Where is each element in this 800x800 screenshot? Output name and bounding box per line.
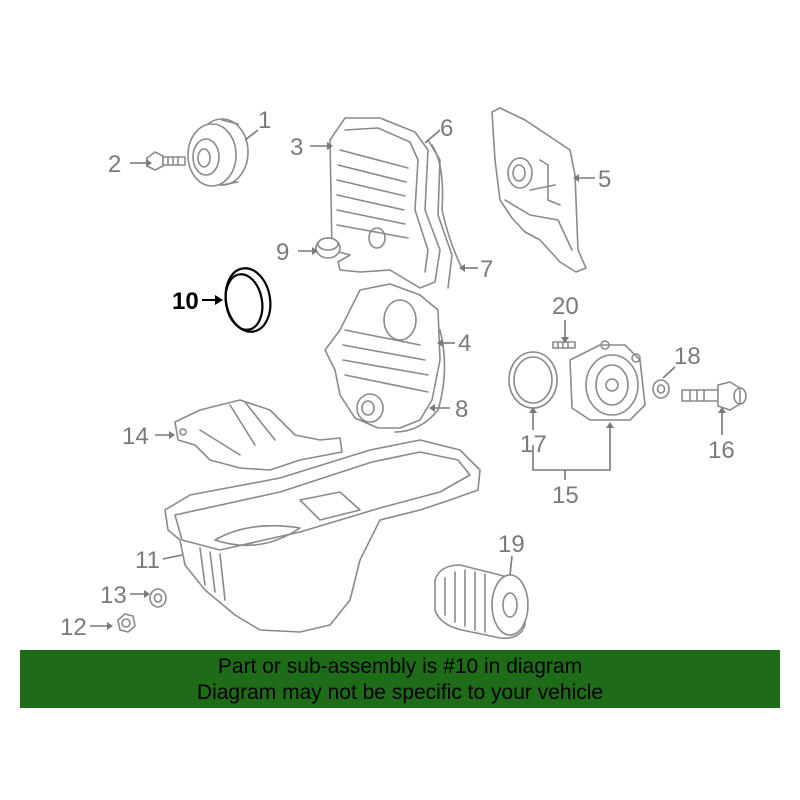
part-11-oil-pan	[164, 439, 481, 633]
callout-20: 20	[552, 293, 579, 320]
callout-17: 17	[520, 431, 547, 458]
part-19-oil-filter	[434, 564, 529, 640]
callout-1: 1	[258, 107, 271, 134]
callout-10: 10	[172, 288, 199, 315]
callouts: 1 2 3 4 5 6 7 8 9 10 11 12 13 14 15 16 1…	[60, 107, 735, 641]
part-12-drain-plug	[117, 613, 136, 633]
part-18-washer	[652, 379, 670, 399]
callout-18: 18	[674, 343, 701, 370]
callout-9: 9	[276, 239, 289, 266]
part-4-lower-timing-cover	[324, 283, 441, 429]
callout-6: 6	[440, 115, 453, 142]
part-7-cover-gasket	[431, 144, 463, 269]
part-3-upper-timing-cover	[329, 117, 453, 289]
part-17-gasket	[508, 351, 558, 409]
banner-line-part: Part or sub-assembly is #10 in diagram	[217, 655, 583, 678]
part-20-stud	[552, 341, 576, 349]
part-8-lower-gasket	[394, 329, 446, 433]
part-9-plug	[315, 237, 341, 259]
callout-16: 16	[708, 437, 735, 464]
part-16-bolt	[681, 381, 747, 411]
callout-4: 4	[458, 330, 471, 357]
callout-11: 11	[135, 547, 160, 574]
callout-3: 3	[290, 134, 303, 161]
callout-2: 2	[108, 151, 121, 178]
callout-7: 7	[480, 256, 493, 283]
part-5-rear-plate	[491, 107, 587, 273]
part-10-oil-seal	[224, 267, 272, 333]
part-15-oil-pump	[569, 340, 646, 421]
callout-13: 13	[100, 582, 127, 609]
callout-12: 12	[60, 614, 87, 641]
callout-15: 15	[552, 482, 579, 509]
callout-19: 19	[498, 531, 525, 558]
leader-lines	[90, 129, 726, 630]
callout-14: 14	[122, 423, 149, 450]
part-13-washer	[149, 588, 167, 608]
callout-8: 8	[455, 396, 468, 423]
banner-line-disclaimer: Diagram may not be specific to your vehi…	[196, 681, 604, 704]
part-1-crank-pulley	[187, 118, 249, 187]
part-14-baffle-plate	[174, 399, 343, 471]
part-2-pulley-bolt	[146, 151, 186, 171]
callout-5: 5	[598, 166, 611, 193]
info-banner: Part or sub-assembly is #10 in diagram D…	[20, 650, 780, 708]
